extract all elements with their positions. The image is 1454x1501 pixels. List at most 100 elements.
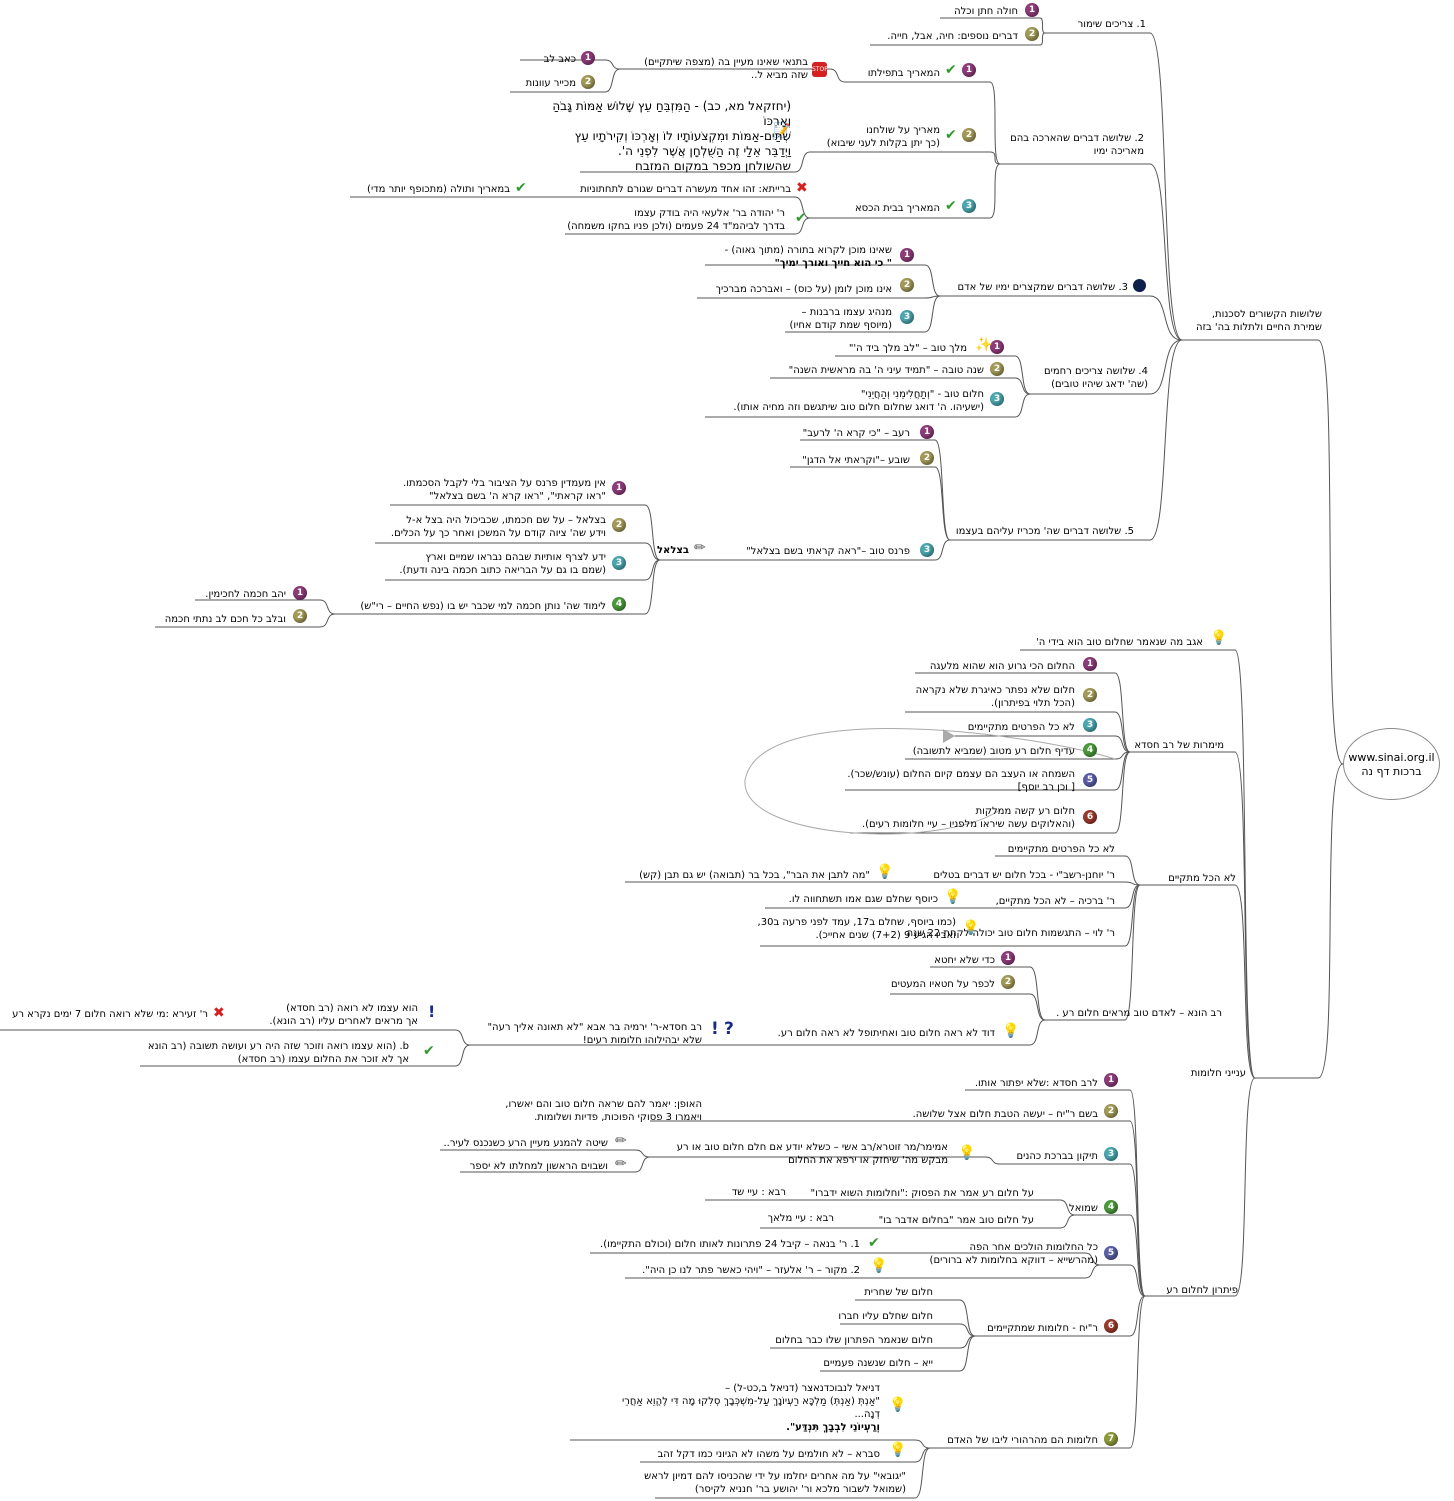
number-3-icon: 3 xyxy=(990,392,1004,406)
branch-dreams[interactable]: ענייני חלומות xyxy=(1190,1068,1246,1079)
notall-item-1[interactable]: ר' יוחנן-רשב"י - בכל חלום יש דברים בטלים xyxy=(933,870,1115,881)
root-node[interactable]: www.sinai.org.il ברכות דף נה xyxy=(1343,728,1440,800)
notall-title[interactable]: לא הכל מתקיים xyxy=(1168,873,1236,884)
hisda-item-5[interactable]: השמחה או העצב הם עצמם קיום החלום (עונש/ש… xyxy=(847,769,1075,793)
rabbi-zeira-note[interactable]: ר' זעירא :מי שלא רואה חלום 7 ימים נקרא ר… xyxy=(12,1009,208,1020)
fix-item-4[interactable]: שמואל xyxy=(1069,1203,1098,1214)
fix-item-6[interactable]: ר"יח - חלומות שמתקיימים xyxy=(987,1323,1098,1334)
hisda-item-3[interactable]: לא כל הפרטים מתקיימים xyxy=(967,722,1075,733)
sec3-title[interactable]: 3. שלושה דברים שמקצרים ימיו של אדם xyxy=(957,282,1128,293)
wisdom-item-2[interactable]: ובלב כל חכם לב נתתי חכמה xyxy=(164,614,286,625)
notall-item-2[interactable]: ר' ברכיה – לא הכל מתקיים, xyxy=(995,896,1115,907)
number-4-icon: 4 xyxy=(612,597,626,611)
bending-note[interactable]: במאריך ותולה (מתכופף יותר מדי) xyxy=(367,184,510,195)
exclamation-icon: ! xyxy=(428,1002,436,1021)
fix-item-7[interactable]: חלומות הם מהרהורי ליבו של האדם xyxy=(947,1435,1098,1446)
daniel-quote[interactable]: דניאל לנבוכדנאצר (דניאל ב,כט-ל) – "אַנְת… xyxy=(621,1383,880,1433)
notall-item-1-note[interactable]: "מה לתבן את הבר", בכל בר (תבואה) יש גם ת… xyxy=(639,870,870,881)
rava-demon[interactable]: רבא : עיי שד xyxy=(731,1187,786,1198)
sec2-item-2[interactable]: מאריך על שולחנו (כך יתן בקלות לעני שיבוא… xyxy=(826,125,940,149)
fix-item-3[interactable]: תיקון בברכת כהנים xyxy=(1016,1151,1098,1162)
fulfilled-4[interactable]: ייא – חלום שנשנה פעמיים xyxy=(823,1358,933,1369)
sec2-item-1-note[interactable]: בתנאי שאינו מעיין בה (מצפה שיתקיים) שזה … xyxy=(644,57,808,81)
lightbulb-icon: 💡 xyxy=(889,1442,907,1458)
number-6-icon: 6 xyxy=(1104,1319,1118,1333)
check-icon: ✔ xyxy=(945,198,957,214)
fix-item-2-note[interactable]: האופן: יאמר להם שראה חלום טוב והם יאשרו,… xyxy=(505,1099,702,1123)
sec1-item-2[interactable]: דברים נוספים: חיה, אבל, חייה. xyxy=(887,31,1018,42)
hisda-title[interactable]: מימרות של רב חסדא xyxy=(1134,740,1224,751)
sec4-item-3[interactable]: חלום טוב - "וְתַחֲלִימֵנִי וְהַחֲיֵנִי" … xyxy=(733,389,984,413)
baraita-note[interactable]: ברייתא: זהו אחד מעשרה דברים שגורם לתחתונ… xyxy=(580,184,791,195)
notall-item-0[interactable]: לא כל הפרטים מתקיימים xyxy=(1007,844,1115,855)
dreams-intro[interactable]: אגב מה שנאמר שחלום טוב הוא בידי ה' xyxy=(1036,637,1203,648)
hisda-item-2[interactable]: חלום שלא נפתר כאיגרת שלא נקראה (הכל תלוי… xyxy=(915,685,1075,709)
sec5-item-1[interactable]: רעב – "כי קרא ה' לרעב" xyxy=(802,428,910,439)
shmuel-good-dream[interactable]: על חלום טוב אמר "בחלום אדבר בו" xyxy=(878,1215,1034,1226)
betzalel-label[interactable]: בצלאל xyxy=(656,545,689,556)
betzalel-item-2[interactable]: בצלאל – על שם חכמתו, שכביכול היה בצל א-ל… xyxy=(390,515,606,539)
sec4-item-1[interactable]: מלך טוב – "לב מלך ביד ה'" xyxy=(848,343,967,354)
fulfilled-3[interactable]: חלום שנאמר הפתרון שלו כבר בחלום xyxy=(775,1335,933,1346)
sec1-item-1[interactable]: חולה חתן וכלה xyxy=(954,6,1018,17)
sec2-item-3[interactable]: המאריך בבית הכסא xyxy=(855,203,940,214)
sec4-title[interactable]: 4. שלושה צריכים רחמים (שה' ידאג שיהיו טו… xyxy=(1043,366,1148,390)
fulfilled-1[interactable]: חלום של שחרית xyxy=(864,1287,933,1298)
sec3-item-3[interactable]: מנהיג עצמו ברבנות – (מיוסף שמת קודם אחיו… xyxy=(789,307,892,331)
sec3-item-2[interactable]: אינו מוכן לומן (על כוס) – וא​ברכה מברכיך xyxy=(715,284,892,295)
fix-item-5[interactable]: כל החלומות הולכים אחר הפה (מהרשייא – דוו… xyxy=(929,1242,1098,1266)
sec3-item-1[interactable]: שאינו מוכן לקרוא בתורה (מתוך גאוה) - " כ… xyxy=(724,245,892,269)
notall-item-3[interactable]: ר' לוי – התגשמות חלום טוב יכולה לקחת 22 … xyxy=(906,928,1115,939)
sec5-title[interactable]: 5. שלושה דברים שה' מכריז עליהם בעצמו xyxy=(955,526,1134,537)
shmuel-bad-dream[interactable]: על חלום רע אמר את הפסוק :"וחלומות השוא י… xyxy=(810,1188,1034,1199)
number-1-icon: 1 xyxy=(1104,1073,1118,1087)
notall-item-2-note[interactable]: כיוסף שחלם שגם אמו תשתחווה לו. xyxy=(788,894,938,905)
fix-item-3-sub-2[interactable]: ושבוים הראשון למחלתו לא יספר xyxy=(469,1161,608,1172)
fix-item-5-sub-2[interactable]: 2. מקור – ר' אלעזר – "ויהי כאשר פתר לנו … xyxy=(642,1265,860,1276)
huna-sub-1[interactable]: הוא עצמו לא רואה (רב חסדא) אך מראים לאחר… xyxy=(269,1003,418,1027)
king-note[interactable]: "יגובאי" על מה אחרים יחלמו על ידי שהכניס… xyxy=(644,1471,906,1495)
number-5-icon: 5 xyxy=(1104,1246,1118,1260)
number-2-icon: 2 xyxy=(920,451,934,465)
number-3-icon: 3 xyxy=(900,310,914,324)
arrow-head xyxy=(943,729,955,743)
betzalel-item-1[interactable]: אין מעמדין פרנס על הציבור בלי לקבל הסכמת… xyxy=(403,478,606,502)
fix-item-1[interactable]: לרב חסדא :שלא יפתור אותו. xyxy=(974,1078,1098,1089)
hisda-item-6[interactable]: חלום רע קשה ממלקות (והאלוקים עשה שיראו מ… xyxy=(861,806,1075,830)
huna-item-2[interactable]: לכפר על חטאיו המעטים xyxy=(891,979,995,990)
sec2-title[interactable]: 2. שלושה דברים שהארכה בהם מאריכה ימיו xyxy=(1010,133,1144,157)
edge-sec3 xyxy=(1149,295,1183,341)
fix-title[interactable]: פיתרון לחלום רע xyxy=(1166,1285,1238,1296)
huna-item-1[interactable]: כדי שלא יחטא xyxy=(934,955,995,966)
rava-angel[interactable]: רבא : עיי מלאך xyxy=(767,1213,834,1224)
heartache-item[interactable]: כאב לב xyxy=(543,54,576,65)
fulfilled-2[interactable]: חלום שחלם עליו חברו xyxy=(838,1311,933,1322)
sec4-item-2[interactable]: שנה טובה – "תמיד עיני ה' בה מראשית השנה" xyxy=(788,365,984,376)
notall-item-3-note[interactable]: (כמו ביוסף, שחלם ב17, עמד לפני פרעה ב30,… xyxy=(757,917,956,941)
fix-item-5-sub-1[interactable]: 1. ר' בנאה – קיבל 24 פתרונות לאותו חלום … xyxy=(600,1239,860,1250)
sevara-note[interactable]: סברא – לא חולמים על משהו לא הגיוני כמו ד… xyxy=(657,1449,880,1460)
number-1-icon: 1 xyxy=(1083,657,1097,671)
betzalel-item-3[interactable]: ידע לצרף אותיות שבהם נבראו שמיים וארץ (ש… xyxy=(399,552,606,576)
fix-item-3-sub-1[interactable]: שיטה להמנע מעיין הרע כשנכנס לעיר.. xyxy=(443,1138,608,1149)
verse-block[interactable]: (יחזקאל מא, כב) - הַמִּזְבֵּחַ עֵץ שָׁלו… xyxy=(552,99,791,173)
branch-dangers[interactable]: שלושות הקשורים לסכנות, שמירת החיים ולתלו… xyxy=(1195,309,1322,333)
huna-sub-2[interactable]: b. (הוא עצמו רואה וזוכר שזה היה רע ועושה… xyxy=(147,1041,409,1065)
fix-item-3-note[interactable]: אמימר/מר זוטרא/רב אשי – כשלא יודע אם חלם… xyxy=(676,1142,948,1166)
betzalel-item-4[interactable]: לימוד שה' נותן חכמה למי שכבר יש בו (נפש … xyxy=(360,601,606,612)
sec5-item-3[interactable]: פרנס טוב –"ראה קראתי בשם בצלאל" xyxy=(746,546,910,557)
sins-item[interactable]: מכייר עוונות xyxy=(525,78,576,89)
hisda-item-4[interactable]: עדיף חלום רע מטוב (שמביא לתשובה) xyxy=(912,746,1075,757)
fix-item-2[interactable]: בשם ר"יח – יעשה הטבת חלום אצל שלושה. xyxy=(912,1109,1098,1120)
wisdom-item-1[interactable]: יהב חכמה לחכימין. xyxy=(205,589,286,600)
sec1-title[interactable]: 1. צריכים שימור xyxy=(1077,19,1146,30)
number-2-icon: 2 xyxy=(581,75,595,89)
huna-title[interactable]: רב הונא – לאדם טוב מראים חלום רע . xyxy=(1056,1008,1222,1019)
huna-item-3-note[interactable]: רב חסדא-ר' ירמיה בר אבא "לא תאונה אליך ר… xyxy=(487,1022,702,1046)
sec5-item-2[interactable]: שובע –"וקראתי אל הדגן" xyxy=(802,455,910,466)
rabbi-yehuda-note[interactable]: ר' יהודה בר' אלעאי היה בודק עצמו בדרך לב… xyxy=(567,208,785,232)
number-3-icon: 3 xyxy=(920,543,934,557)
hisda-item-1[interactable]: החלום הכי גרוע הוא שהוא מלעגה xyxy=(929,661,1075,672)
sec2-item-1[interactable]: המאריך בתפילתו xyxy=(867,68,940,79)
huna-item-3[interactable]: דוד לא ראה חלום טוב ואחיתופל לא ראה חלום… xyxy=(777,1028,995,1039)
